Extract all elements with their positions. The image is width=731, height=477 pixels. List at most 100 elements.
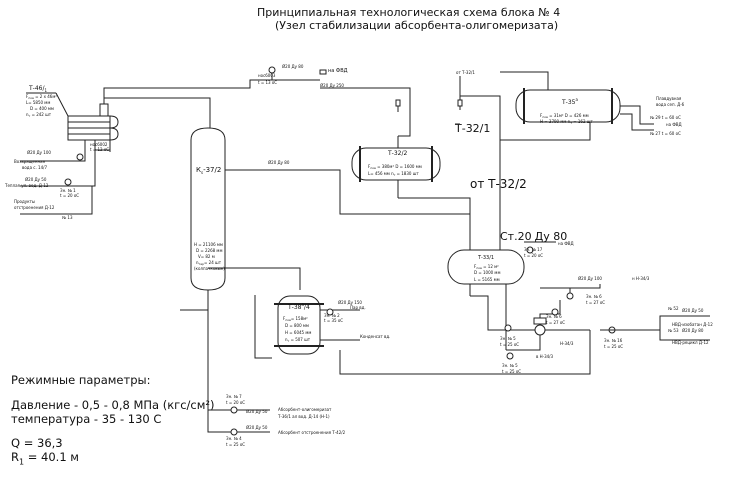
params-heading: Режимные параметры: [11,373,151,387]
t35-name: Т-35а [561,97,578,106]
na-fvd-mid: на ФВД [558,241,574,246]
t20c-label: t = 20 oC [226,400,245,405]
k37-diameter: D = 2268 мм [196,248,222,253]
t38-area: Fпов= 158м² [283,316,308,322]
t33-length: L = 5165 мм [474,277,500,282]
params-q: Q = 36,3 [11,436,63,450]
ot-t32-1: от Т-32/1 [456,70,475,75]
heat-exchanger-t32 [351,136,441,198]
diagram-subtitle: (Узел стабилизации абсорбента-олигомериз… [275,19,559,32]
t32-1-big-label: Т-32/1 [454,122,490,135]
valve-zn1 [64,178,72,186]
zn17-label: Зн. № 17 [524,247,543,252]
du50-left: Ø20 Ду 50 [25,177,47,182]
params-r: R1 = 40.1 м [11,450,79,467]
t38-name: Т-38а/4 [287,302,310,311]
heat-exchanger-t35 [500,71,621,141]
heat-exchanger-t38 [274,295,324,355]
vozvr2-label: вода с. 14/7 [22,165,47,170]
t38-tubes: nт = 507 шт [285,337,311,343]
valve-zn4 [230,428,238,436]
separator-t33 [447,249,525,296]
k37-feed-line [225,169,470,215]
du100-r: Ø20 Ду 100 [578,276,602,281]
valve-zn17 [526,246,534,254]
top-vapor-line [103,79,320,98]
t32-2-big-label: от Т-32/2 [470,177,527,191]
produkty2-label: отстроенения Д-12 [14,205,55,210]
valve-zn7 [230,406,238,414]
zn6b-label: Зн. № 6 [546,314,562,319]
params-temperature: температура - 35 - 130 С [11,412,162,426]
k37-name: Кs-37/2 [196,166,221,175]
diagram-title: Принципиальная технологическая схема бло… [257,6,561,19]
k37-trays: nтар= 24 шт [196,260,222,266]
nos6003-label: нос6003 [258,73,276,78]
bottom-outlet-line [207,290,270,433]
t25c-label: t = 25 oC [604,344,623,349]
t25d-label: t = 25 oC [226,442,245,447]
zn16-label: Зн. № 16 [604,338,623,343]
t25b-label: t = 25 oC [502,369,521,374]
zn6-label: Зн. № 6 [586,294,602,299]
du250-label: Ø20 Ду 250 [320,83,344,88]
nos6002-label: нос6002 [90,142,108,147]
nvd2-label: НВД-рецикл Д-12 [672,340,709,345]
n53-label: № 53 [668,328,679,333]
du80-k37: Ø20 Ду 80 [268,160,290,165]
t46-diameter: D = 400 мм [30,106,54,111]
zn5b-label: Зн. № 5 [502,363,518,368]
n52-label: № 52 [668,306,679,311]
valve-zn2 [326,308,334,316]
t32-area: Fпов = 380м² D = 1600 мм [368,164,422,170]
t35-height: Н = 3790 мм nт = 162 шт [540,119,593,125]
column-k37 [190,127,226,291]
t20b-label: t = 20 oC [524,253,543,258]
na-fvd-t35: на ФВД [666,122,682,127]
zn7-label: Зн. № 7 [226,394,242,399]
t38-diameter: D = 800 мм [285,323,309,328]
zn1-label: Зн. № 1 [60,188,76,193]
left-inlet-lines [20,140,111,215]
valve-zn5b [506,352,514,360]
t38-height: Н = 6045 мм [285,330,311,335]
abs3-label: Абсорбент отстроенения Т-42/2 [278,430,346,435]
t33-area: Fпов = 12 м² [474,264,499,270]
t46-tubes: nт = 242 шт [26,112,52,118]
du80-top: Ø20 Ду 80 [282,64,304,69]
abs2-label: Т-36/1 ал вод. Д-14 (Н-1) [277,414,330,419]
nvd-label: НВД-изобатан Д-12 [672,322,713,327]
t46-length: L= 5850 мм [26,100,50,105]
du50-b2: Ø20 Ду 50 [246,425,268,430]
h34-name: Н-34/3 [560,341,574,346]
du150-label: Ø20 Ду 150 [338,300,362,305]
t46-name: Т-46/1 [28,85,48,93]
valve-zn6 [566,292,574,300]
valve-zn5 [504,324,512,332]
par-label: Пар вд. [350,305,366,310]
zn5-label: Зн. № 5 [500,336,516,341]
n13-label: № 13 [62,215,73,220]
na-fvd-top: на ФВД [328,68,348,74]
pressure-gauge-left [76,153,84,161]
nn34-bottom: в Н-34/3 [536,354,554,359]
plavduk2-label: вода сеп. Д-6 [656,102,685,107]
t27a-label: t = 27 oC [586,300,605,305]
t32-length: L= 456 мм nт = 1830 шт [368,171,419,177]
t32-name: Т-32/2 [387,150,407,157]
t20a-label: t = 20 oC [60,193,79,198]
t33-name: Т-33/1 [477,255,494,261]
du100-left: Ø20 Ду 100 [27,150,51,155]
t35-area: Fпов = 31м² D = 426 мм [540,113,589,119]
k37-volume: V= 82 м [198,254,215,259]
k37-height: Н = 21106 мм [194,242,223,247]
vozvr-label: Возвращенная [14,159,46,164]
pump-h34 [533,317,547,336]
nn34-top: н Н-34/3 [632,276,650,281]
t35c-label: t = 35 oC [324,318,343,323]
du80-r: Ø20 Ду 80 [682,328,704,333]
t25a-label: t = 25 oC [500,342,519,347]
t12-label: t = 12 oC [90,147,109,152]
t27b-label: t = 27 oC [546,320,565,325]
plavduk-label: Плавдувная [656,96,682,101]
